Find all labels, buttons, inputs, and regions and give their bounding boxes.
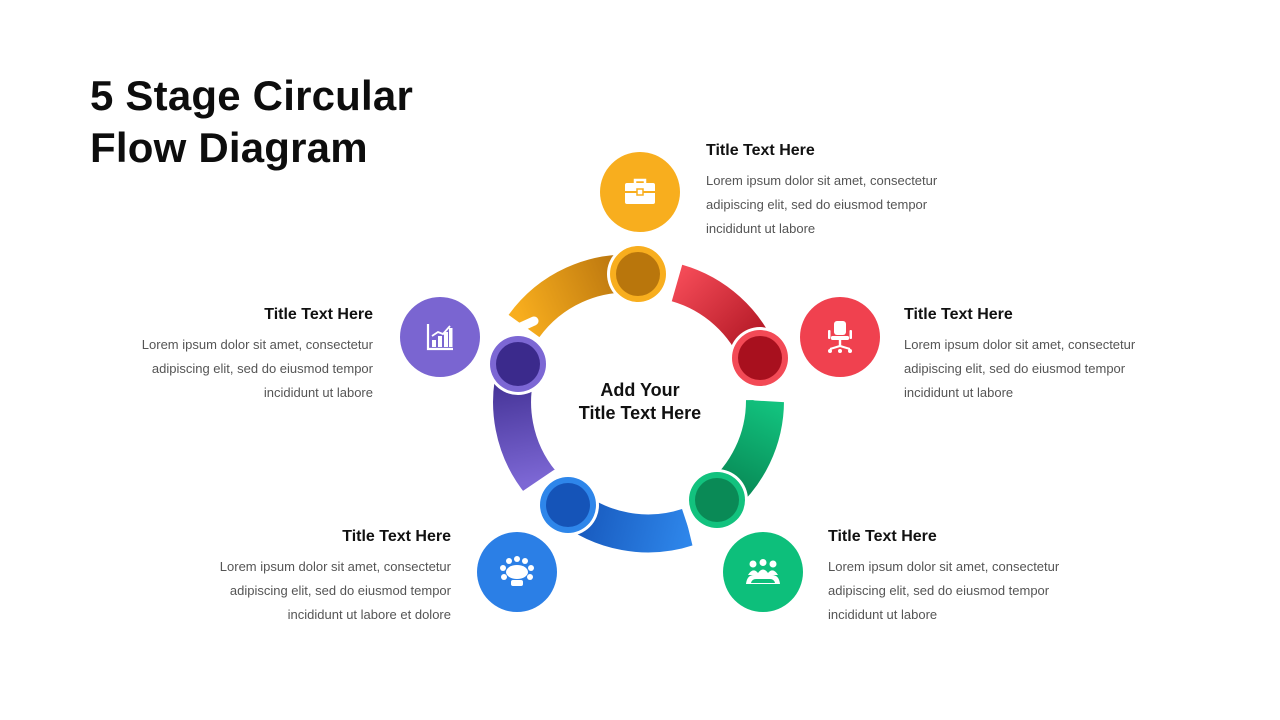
stage-3-description: Lorem ipsum dolor sit amet, consectetur … (828, 555, 1098, 627)
page-title-line-2: Flow Diagram (90, 124, 368, 171)
stage-4-line-3: incididunt ut labore et dolore (287, 607, 451, 622)
stage-5-line-2: adipiscing elit, sed do eiusmod tempor (151, 361, 373, 376)
stage-4-icon-circle (477, 532, 557, 612)
stage-2-line-2: adipiscing elit, sed do eiusmod tempor (904, 361, 1126, 376)
stage-4-description: Lorem ipsum dolor sit amet, consectetur … (181, 555, 451, 627)
stage-1-description: Lorem ipsum dolor sit amet, consectetur … (706, 169, 976, 241)
stage-5-text: Title Text Here Lorem ipsum dolor sit am… (103, 305, 373, 405)
stage-3-line-3: incididunt ut labore (828, 607, 938, 622)
stage-1-title: Title Text Here (706, 142, 815, 159)
bar-chart-icon (426, 324, 453, 351)
team-icon (746, 559, 780, 584)
stage-2-icon-circle (800, 297, 880, 377)
stage-3-line-1: Lorem ipsum dolor sit amet, consectetur (828, 559, 1060, 574)
meeting-table-icon (500, 556, 534, 586)
center-title-line-2: Title Text Here (578, 403, 702, 423)
center-title-line-1: Add Your (600, 380, 680, 400)
stage-4-line-1: Lorem ipsum dolor sit amet, consectetur (219, 559, 451, 574)
stage-5-line-3: incididunt ut labore (263, 385, 373, 400)
stage-4-line-2: adipiscing elit, sed do eiusmod tempor (229, 583, 451, 598)
stage-5-title: Title Text Here (264, 306, 373, 323)
page-title: 5 Stage Circular Flow Diagram (90, 70, 413, 174)
stage-3-icon-circle (723, 532, 803, 612)
stage-5-description: Lorem ipsum dolor sit amet, consectetur … (103, 333, 373, 405)
knob-stage-4 (537, 474, 599, 536)
briefcase-icon (625, 178, 655, 204)
stage-5-line-1: Lorem ipsum dolor sit amet, consectetur (141, 337, 373, 352)
center-title: Add Your Title Text Here (540, 379, 740, 425)
knob-stage-3 (686, 469, 748, 531)
stage-2-line-1: Lorem ipsum dolor sit amet, consectetur (904, 337, 1136, 352)
stage-4-title: Title Text Here (342, 528, 451, 545)
stage-3-text: Title Text Here Lorem ipsum dolor sit am… (828, 527, 1098, 627)
stage-4-text: Title Text Here Lorem ipsum dolor sit am… (181, 527, 451, 627)
stage-2-line-3: incididunt ut labore (904, 385, 1014, 400)
stage-2-text: Title Text Here Lorem ipsum dolor sit am… (904, 305, 1174, 405)
stage-3-line-2: adipiscing elit, sed do eiusmod tempor (828, 583, 1050, 598)
stage-1-line-2: adipiscing elit, sed do eiusmod tempor (706, 197, 928, 212)
stage-1-line-3: incididunt ut labore (706, 221, 816, 236)
office-chair-icon (828, 321, 852, 353)
stage-1-line-1: Lorem ipsum dolor sit amet, consectetur (706, 173, 938, 188)
stage-1-icon-circle (600, 152, 680, 232)
stage-1-text: Title Text Here Lorem ipsum dolor sit am… (706, 141, 976, 241)
knob-stage-2 (729, 327, 791, 389)
page-title-line-1: 5 Stage Circular (90, 72, 413, 119)
stage-2-title: Title Text Here (904, 306, 1013, 323)
stage-2-description: Lorem ipsum dolor sit amet, consectetur … (904, 333, 1174, 405)
stage-3-title: Title Text Here (828, 528, 937, 545)
knob-stage-5 (487, 333, 549, 395)
stage-5-icon-circle (400, 297, 480, 377)
knob-stage-1 (607, 243, 669, 305)
